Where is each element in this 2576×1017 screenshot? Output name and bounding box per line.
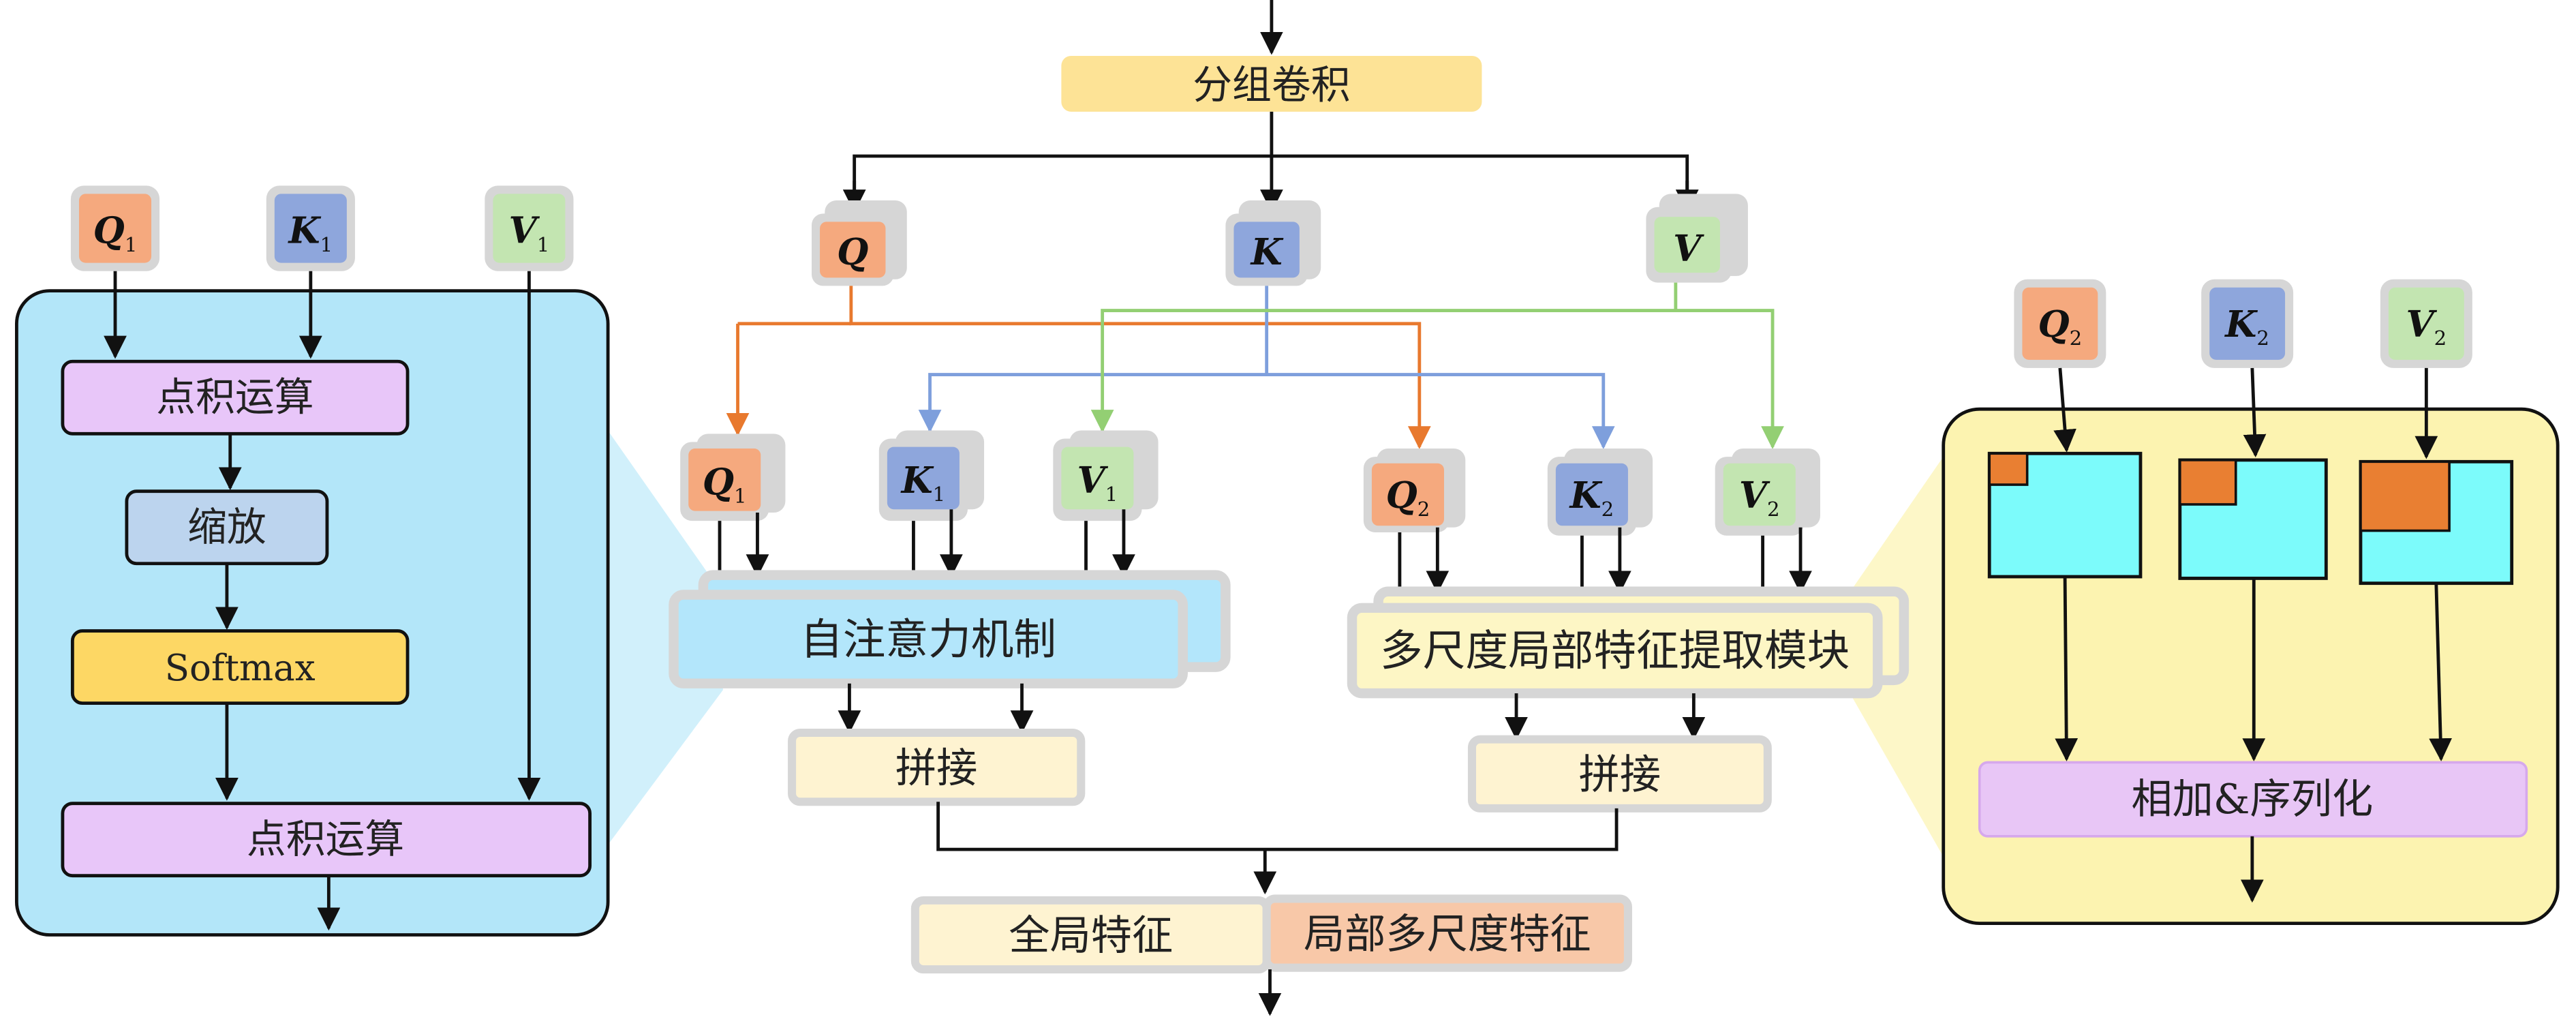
center-v2-token: V2 [1715, 449, 1820, 536]
svg-text:K1: K1 [900, 459, 946, 506]
svg-text:Q: Q [837, 230, 868, 273]
svg-text:K: K [1250, 230, 1284, 273]
center-q1-token: Q1 [680, 434, 786, 521]
center-k-token: K [1225, 200, 1321, 286]
svg-text:分组卷积: 分组卷积 [1193, 62, 1350, 108]
center-v-token: V [1646, 194, 1748, 283]
svg-text:K2: K2 [2224, 303, 2269, 350]
svg-text:点积运算: 点积运算 [247, 816, 404, 862]
svg-text:Q2: Q2 [2038, 303, 2082, 350]
concat-right-box: 拼接 [1467, 735, 1772, 813]
global-feature-box: 全局特征 [910, 896, 1271, 974]
left-dot-product-top: 点积运算 [61, 359, 410, 436]
svg-text:拼接: 拼接 [1579, 751, 1661, 799]
svg-text:V1: V1 [509, 209, 550, 256]
svg-text:局部多尺度特征: 局部多尺度特征 [1304, 911, 1591, 958]
center-q-token: Q [812, 200, 907, 286]
left-v1-token: V1 [485, 185, 574, 271]
center-k2-token: K2 [1547, 449, 1653, 536]
self-attention-box: 自注意力机制 [669, 570, 1231, 688]
svg-text:K2: K2 [1569, 474, 1614, 521]
center-k1-token: K1 [878, 430, 985, 521]
svg-text:自注意力机制: 自注意力机制 [800, 614, 1056, 664]
feature-map-small-window [1987, 451, 2143, 579]
svg-text:点积运算: 点积运算 [156, 374, 313, 421]
center-flow: 分组卷积 Q K V [669, 0, 1910, 1016]
svg-text:相加&序列化: 相加&序列化 [2131, 776, 2373, 823]
feature-map-large-window [2359, 459, 2514, 586]
left-dot-product-bottom: 点积运算 [61, 802, 592, 878]
left-q1-token: Q1 [70, 185, 160, 271]
left-k1-token: K1 [266, 185, 355, 271]
right-v2-token: V2 [2380, 279, 2472, 368]
left-panel: Q1 K1 V1 点积运算 缩放 [14, 185, 610, 937]
multiscale-module-box: 多尺度局部特征提取模块 [1347, 586, 1910, 699]
add-serialize-box: 相加&序列化 [1978, 761, 2528, 838]
svg-text:V1: V1 [1077, 459, 1118, 506]
right-panel: Q2 K2 V2 [1942, 279, 2560, 926]
svg-text:Q1: Q1 [93, 209, 138, 256]
svg-text:缩放: 缩放 [187, 504, 266, 550]
local-feature-box: 局部多尺度特征 [1262, 894, 1632, 972]
svg-text:Q1: Q1 [703, 461, 747, 508]
svg-text:K1: K1 [288, 209, 333, 256]
svg-text:V2: V2 [2406, 303, 2447, 350]
center-v1-token: V1 [1053, 430, 1159, 521]
svg-text:V: V [1673, 227, 1704, 270]
left-scale-box: 缩放 [125, 489, 329, 566]
left-softmax-box: Softmax [70, 629, 410, 705]
concat-left-box: 拼接 [788, 728, 1086, 806]
right-k2-token: K2 [2201, 279, 2294, 368]
svg-text:Q2: Q2 [1386, 474, 1430, 521]
group-conv-box: 分组卷积 [1061, 55, 1482, 112]
center-q2-token: Q2 [1363, 449, 1466, 532]
svg-text:Softmax: Softmax [165, 647, 316, 689]
svg-text:全局特征: 全局特征 [1009, 912, 1173, 960]
svg-text:拼接: 拼接 [895, 744, 978, 792]
svg-text:多尺度局部特征提取模块: 多尺度局部特征提取模块 [1380, 626, 1850, 676]
svg-text:V2: V2 [1739, 474, 1780, 521]
feature-map-medium-window [2178, 458, 2328, 580]
right-q2-token: Q2 [2014, 279, 2106, 368]
